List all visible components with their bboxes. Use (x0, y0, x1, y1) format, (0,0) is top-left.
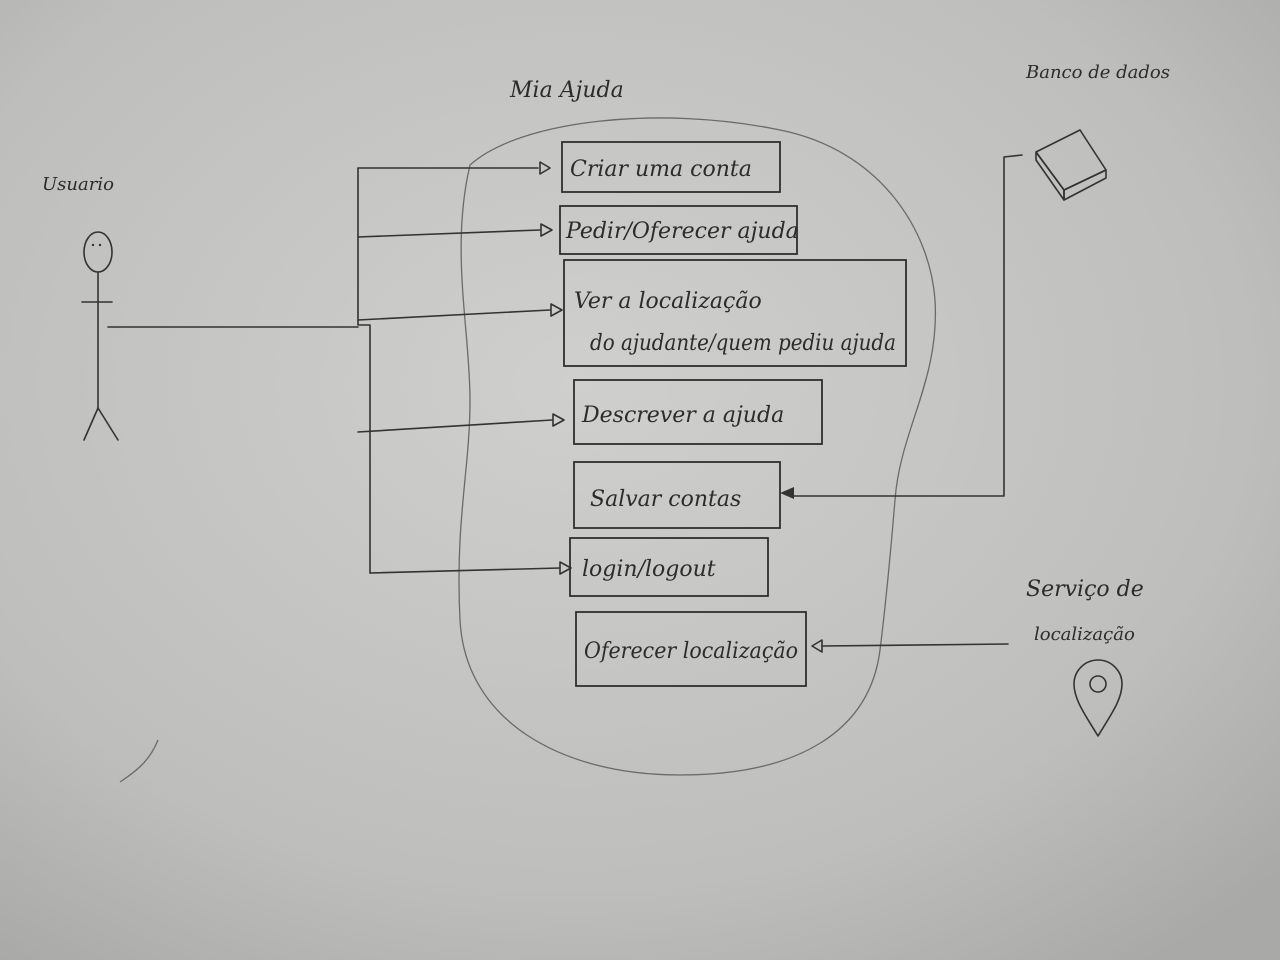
actor-label: Usuario (42, 174, 114, 195)
database-label: Banco de dados (1025, 62, 1170, 83)
arrow-to-descrever-ajuda (357, 413, 565, 433)
use-case-descrever-ajuda: Descrever a ajuda (573, 379, 823, 445)
location-service-label-line2: localização (1034, 624, 1135, 645)
use-case-criar-conta-label: Criar uma conta (570, 157, 752, 182)
use-case-criar-conta: Criar uma conta (561, 141, 781, 193)
arrow-location-to-oferecer (811, 639, 1009, 653)
arrow-to-login-logout (369, 561, 572, 575)
use-case-ver-localizacao: Ver a localização do ajudante/quem pediu… (563, 259, 907, 367)
use-case-oferecer-localizacao-label: Oferecer localização (584, 639, 798, 664)
use-case-descrever-ajuda-label: Descrever a ajuda (581, 403, 784, 428)
map-pin-icon (1073, 659, 1123, 737)
system-title: Mia Ajuda (509, 78, 624, 103)
system-boundary (458, 117, 937, 776)
use-case-salvar-contas: Salvar contas (573, 461, 781, 529)
stray-pencil-mark (119, 739, 159, 783)
use-case-login-logout: login/logout (569, 537, 769, 597)
use-case-login-logout-label: login/logout (582, 557, 716, 582)
stick-figure-icon (81, 231, 119, 441)
connector-bus (357, 167, 371, 574)
location-service-label-line1: Serviço de (1026, 577, 1144, 602)
arrow-database-to-salvar-contas (780, 154, 1023, 499)
use-case-oferecer-localizacao: Oferecer localização (575, 611, 807, 687)
arrow-to-criar-conta (357, 161, 551, 175)
use-case-ver-localizacao-line1: Ver a localização (574, 289, 762, 314)
arrow-to-pedir-oferecer (357, 223, 553, 238)
arrow-to-ver-localizacao (357, 303, 563, 321)
use-case-salvar-contas-label: Salvar contas (590, 487, 741, 512)
use-case-pedir-oferecer-label: Pedir/Oferecer ajuda (565, 219, 799, 244)
use-case-pedir-oferecer: Pedir/Oferecer ajuda (559, 205, 799, 255)
database-book-icon (1035, 129, 1107, 201)
use-case-ver-localizacao-line2: do ajudante/quem pediu ajuda (590, 331, 896, 356)
